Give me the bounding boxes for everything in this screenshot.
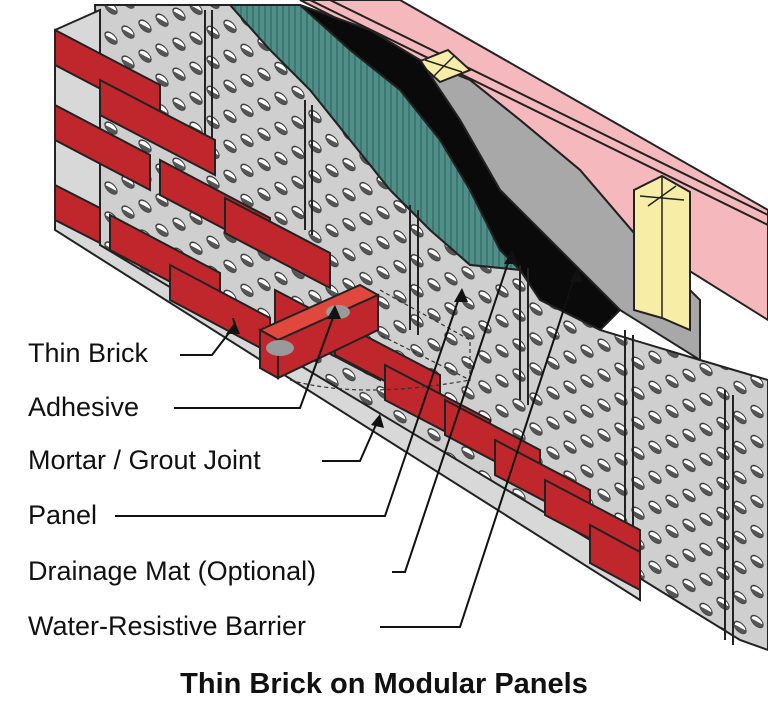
top-plate-line [329, 0, 768, 216]
leader-drainage-mat [392, 256, 511, 573]
leader-thin-brick [180, 324, 236, 356]
callout-thin-brick: Thin Brick [28, 338, 149, 368]
leader-panel [115, 294, 461, 517]
callout-mortar-grout-joint: Mortar / Grout Joint [28, 445, 261, 475]
leader-adhesive [174, 311, 336, 409]
leader-mortar [322, 419, 379, 462]
leader-wrb [380, 274, 576, 628]
callout-arrowheads [226, 250, 583, 428]
callout-leaders [115, 256, 576, 628]
callout-adhesive: Adhesive [28, 392, 140, 422]
callout-panel: Panel [28, 500, 98, 530]
top-plate-line [309, 0, 768, 226]
callout-water-resistive-barrier: Water-Resistive Barrier [28, 611, 307, 641]
diagram-title: Thin Brick on Modular Panels [180, 668, 588, 700]
callout-drainage-mat: Drainage Mat (Optional) [28, 556, 317, 586]
adhesive-dot [266, 340, 294, 356]
stud [633, 174, 691, 332]
stud-block [416, 48, 472, 84]
